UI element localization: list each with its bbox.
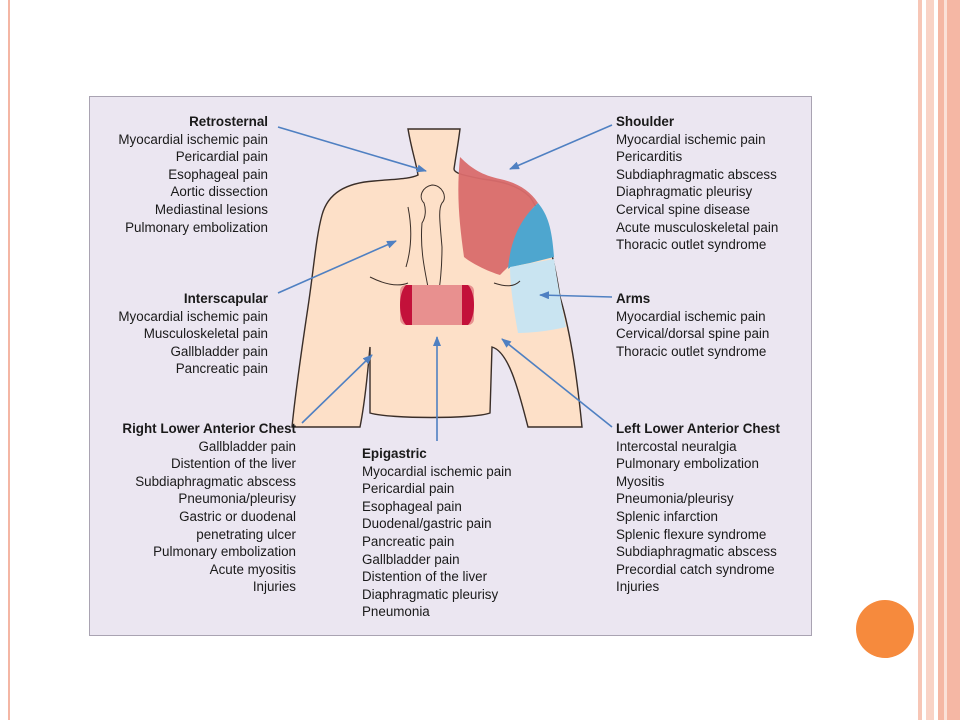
left-lower-chest-item: Splenic infarction xyxy=(616,508,718,524)
epigastric-item: Esophageal pain xyxy=(362,498,462,514)
interscapular-group: Interscapular Myocardial ischemic pain M… xyxy=(118,290,268,378)
shoulder-arrow xyxy=(509,124,613,170)
left-lower-chest-item: Subdiaphragmatic abscess xyxy=(616,544,777,560)
shoulder-title: Shoulder xyxy=(616,114,675,129)
shoulder-region xyxy=(458,157,538,275)
left-lower-chest-item: Injuries xyxy=(616,579,660,595)
shoulder-group: Shoulder Myocardial ischemic pain Perica… xyxy=(616,113,778,254)
right-lower-chest-item: Gastric or duodenal xyxy=(179,508,296,524)
retrosternal-item: Mediastinal lesions xyxy=(154,201,268,217)
left-lower-chest-item: Pulmonary embolization xyxy=(616,456,759,472)
arms-title: Arms xyxy=(616,291,651,306)
interscapular-item: Myocardial ischemic pain xyxy=(118,308,268,324)
arms-arrow xyxy=(539,291,613,300)
slide-left-border xyxy=(0,0,10,720)
slide-right-stripe xyxy=(918,0,922,720)
shoulder-band xyxy=(508,203,554,269)
chest-pain-diagram: Retrosternal Myocardial ischemic pain Pe… xyxy=(89,96,812,636)
retrosternal-group: Retrosternal Myocardial ischemic pain Pe… xyxy=(118,113,268,236)
right-lower-chest-item: Subdiaphragmatic abscess xyxy=(135,473,296,489)
left-lower-arrow xyxy=(501,338,613,428)
epigastric-title: Epigastric xyxy=(362,446,427,461)
epigastric-item: Distention of the liver xyxy=(362,569,488,585)
retrosternal-title: Retrosternal xyxy=(189,114,268,129)
torso-illustration xyxy=(277,124,613,441)
left-lower-chest-item: Myositis xyxy=(616,473,665,489)
left-lower-chest-item: Precordial catch syndrome xyxy=(616,561,775,577)
right-lower-chest-item: Gallbladder pain xyxy=(198,438,296,454)
shoulder-item: Subdiaphragmatic abscess xyxy=(616,166,777,182)
left-lower-chest-item: Splenic flexure syndrome xyxy=(616,526,767,542)
right-lower-arrow xyxy=(301,354,373,424)
slide-right-stripe xyxy=(926,0,934,720)
chest-contour xyxy=(405,206,412,268)
epigastric-item: Diaphragmatic pleurisy xyxy=(362,586,499,602)
epigastric-item: Duodenal/gastric pain xyxy=(362,516,492,532)
left-lower-chest-item: Intercostal neuralgia xyxy=(616,438,737,454)
epigastric-item: Gallbladder pain xyxy=(362,551,460,567)
chest-contour xyxy=(369,276,409,286)
right-lower-chest-item: Injuries xyxy=(252,579,296,595)
left-lower-chest-group: Left Lower Anterior Chest Intercostal ne… xyxy=(616,420,780,596)
shoulder-item: Cervical spine disease xyxy=(616,201,750,217)
left-lower-chest-title: Left Lower Anterior Chest xyxy=(616,421,780,436)
epigastric-right-edge xyxy=(462,285,474,325)
interscapular-item: Pancreatic pain xyxy=(175,361,268,377)
shoulder-item: Diaphragmatic pleurisy xyxy=(616,184,753,200)
right-lower-chest-group: Right Lower Anterior Chest Gallbladder p… xyxy=(122,420,296,596)
arms-item: Thoracic outlet syndrome xyxy=(616,343,767,359)
arms-group: Arms Myocardial ischemic pain Cervical/d… xyxy=(616,290,769,360)
epigastric-group: Epigastric Myocardial ischemic pain Peri… xyxy=(362,445,512,621)
interscapular-item: Musculoskeletal pain xyxy=(143,326,268,342)
left-lower-chest-item: Pneumonia/pleurisy xyxy=(616,491,734,507)
right-lower-chest-item: Pulmonary embolization xyxy=(153,544,296,560)
retrosternal-item: Myocardial ischemic pain xyxy=(118,131,268,147)
epigastric-item: Pericardial pain xyxy=(362,481,455,497)
epigastric-item: Myocardial ischemic pain xyxy=(362,463,512,479)
shoulder-item: Thoracic outlet syndrome xyxy=(616,237,767,253)
arms-item: Cervical/dorsal spine pain xyxy=(616,326,770,342)
shoulder-item: Acute musculoskeletal pain xyxy=(616,219,779,235)
right-lower-chest-title: Right Lower Anterior Chest xyxy=(122,421,296,436)
arms-item: Myocardial ischemic pain xyxy=(616,308,766,324)
retrosternal-arrow xyxy=(277,126,427,173)
epigastric-left-edge xyxy=(400,285,412,325)
arm-region xyxy=(510,259,566,333)
chest-contour xyxy=(493,280,521,287)
right-lower-chest-item: penetrating ulcer xyxy=(196,526,296,542)
epigastric-region xyxy=(400,285,474,325)
epigastric-item: Pancreatic pain xyxy=(362,533,455,549)
retrosternal-item: Aortic dissection xyxy=(170,184,269,200)
retrosternal-item: Pericardial pain xyxy=(175,149,268,165)
right-lower-chest-item: Pneumonia/pleurisy xyxy=(178,491,296,507)
right-lower-chest-item: Distention of the liver xyxy=(170,456,296,472)
shoulder-item: Pericarditis xyxy=(616,149,683,165)
retrosternal-item: Esophageal pain xyxy=(168,166,268,182)
interscapular-arrow xyxy=(277,240,397,294)
interscapular-title: Interscapular xyxy=(183,291,268,306)
slide-right-stripe xyxy=(944,0,947,720)
slide-decorative-circle xyxy=(856,600,914,658)
interscapular-item: Gallbladder pain xyxy=(170,343,268,359)
right-lower-chest-item: Acute myositis xyxy=(209,561,296,577)
retrosternal-item: Pulmonary embolization xyxy=(125,219,268,235)
shoulder-item: Myocardial ischemic pain xyxy=(616,131,766,147)
epigastric-item: Pneumonia xyxy=(362,604,430,620)
slide-right-stripe xyxy=(938,0,960,720)
